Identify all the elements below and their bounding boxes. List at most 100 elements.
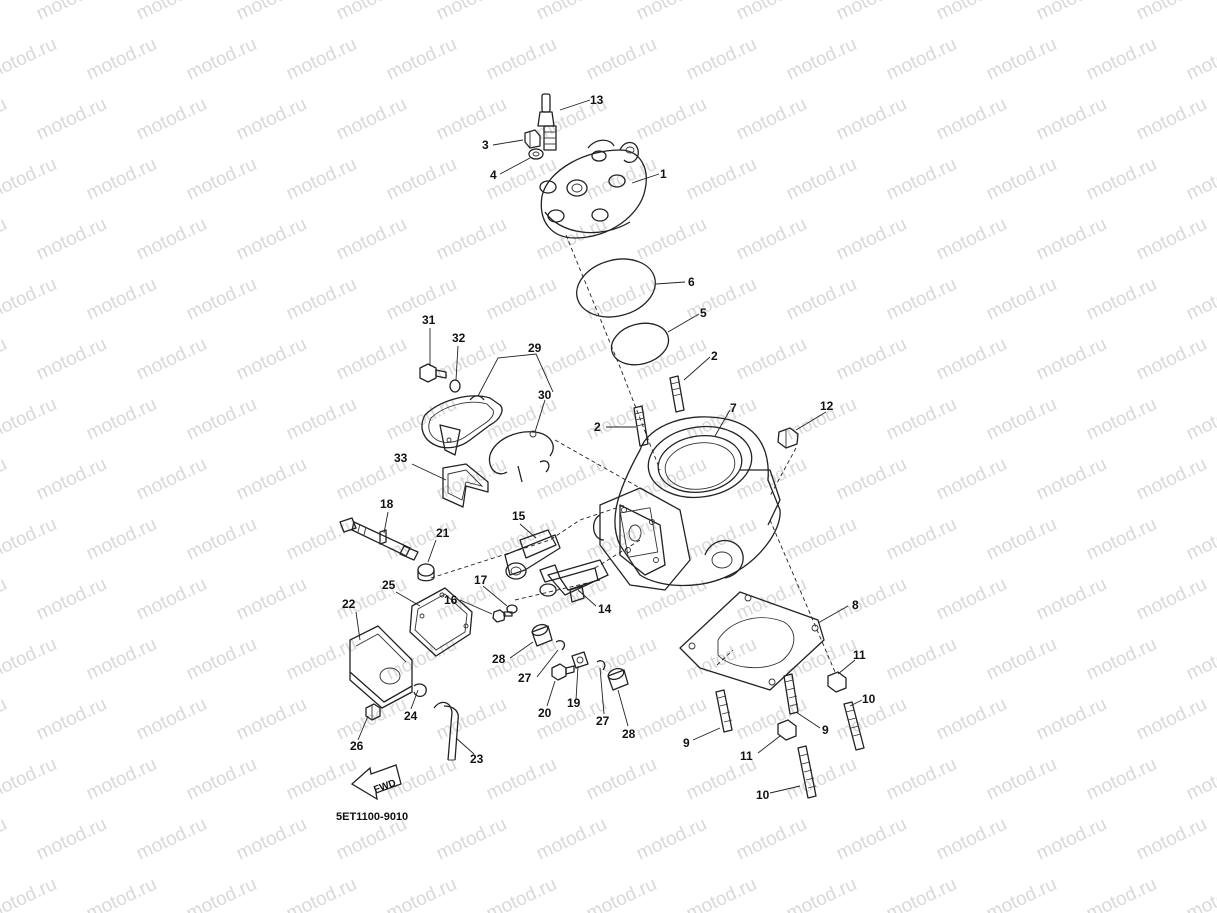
watermark-text: motod.ru xyxy=(933,814,1010,865)
watermark-text: motod.ru xyxy=(533,334,610,385)
pin-lower xyxy=(596,660,606,671)
base-nut-right xyxy=(827,671,847,693)
watermark-text: motod.ru xyxy=(1183,634,1217,685)
watermark-text: motod.ru xyxy=(33,454,110,505)
watermark-text: motod.ru xyxy=(833,454,910,505)
watermark-text: motod.ru xyxy=(1083,874,1160,913)
watermark-text: motod.ru xyxy=(883,394,960,445)
watermark-text: motod.ru xyxy=(1133,574,1210,625)
callout-15: 15 xyxy=(512,509,526,523)
watermark-text: motod.ru xyxy=(33,574,110,625)
callout-26: 26 xyxy=(350,739,364,753)
watermark-text: motod.ru xyxy=(1183,274,1217,325)
watermark-text: motod.ru xyxy=(283,394,360,445)
watermark-text: motod.ru xyxy=(433,694,510,745)
watermark-text: motod.ru xyxy=(83,874,160,913)
watermark-text: motod.ru xyxy=(283,754,360,805)
watermark-text: motod.ru xyxy=(1083,634,1160,685)
cover-bolt xyxy=(419,363,447,383)
callout-20: 20 xyxy=(538,706,552,720)
watermark-text: motod.ru xyxy=(233,694,310,745)
watermark-text: motod.ru xyxy=(633,0,710,25)
watermark-text: motod.ru xyxy=(33,214,110,265)
watermark-text: motod.ru xyxy=(1133,94,1210,145)
watermark-text: motod.ru xyxy=(383,634,460,685)
watermark-text: motod.ru xyxy=(883,274,960,325)
watermark-text: motod.ru xyxy=(1133,694,1210,745)
head-nut xyxy=(524,129,541,149)
watermark-text: motod.ru xyxy=(1083,394,1160,445)
watermark-text: motod.ru xyxy=(833,814,910,865)
valve-bolt xyxy=(492,609,513,623)
valve-link xyxy=(571,651,589,669)
watermark-text: motod.ru xyxy=(283,634,360,685)
watermark-text: motod.ru xyxy=(983,874,1060,913)
callout-25: 25 xyxy=(382,578,396,592)
diagram-code: 5ET1100-9010 xyxy=(336,811,408,823)
cover-screw xyxy=(365,703,381,721)
watermark-text: motod.ru xyxy=(833,94,910,145)
callout-5: 5 xyxy=(700,306,707,320)
watermark-text: motod.ru xyxy=(433,94,510,145)
callout-labels: 13 3 4 1 6 5 2 2 7 12 31 32 29 30 33 18 … xyxy=(342,93,876,802)
watermark-text: motod.ru xyxy=(0,454,10,505)
watermark-text: motod.ru xyxy=(483,274,560,325)
callout-14: 14 xyxy=(598,602,612,616)
cylinder-base-gasket xyxy=(679,591,825,691)
watermark-text: motod.ru xyxy=(1133,454,1210,505)
head-o-ring-large xyxy=(576,258,656,318)
watermark-text: motod.ru xyxy=(0,274,60,325)
watermark-text: motod.ru xyxy=(83,34,160,85)
watermark-text: motod.ru xyxy=(1133,0,1210,25)
watermark-text: motod.ru xyxy=(0,514,60,565)
watermark-text: motod.ru xyxy=(883,154,960,205)
callout-2-upper: 2 xyxy=(711,349,718,363)
watermark-text: motod.ru xyxy=(983,514,1060,565)
watermark-text: motod.ru xyxy=(1183,514,1217,565)
seal xyxy=(442,463,489,508)
watermark-text: motod.ru xyxy=(133,214,210,265)
watermark-text: motod.ru xyxy=(233,334,310,385)
watermark-text: motod.ru xyxy=(0,394,60,445)
leader-lines xyxy=(355,99,863,794)
watermark-text: motod.ru xyxy=(733,814,810,865)
watermark-text: motod.ru xyxy=(983,634,1060,685)
bushing-lower xyxy=(607,667,629,691)
watermark-text: motod.ru xyxy=(1183,754,1217,805)
power-valve-cover xyxy=(421,395,503,456)
callout-28-upper: 28 xyxy=(492,652,506,666)
watermark-text: motod.ru xyxy=(733,94,810,145)
watermark-text: motod.ru xyxy=(583,874,660,913)
watermark-text: motod.ru xyxy=(1133,214,1210,265)
watermark-text: motod.ru xyxy=(1183,154,1217,205)
hose-clamp xyxy=(413,683,427,698)
watermark-text: motod.ru xyxy=(133,694,210,745)
watermark-text: motod.ru xyxy=(0,754,60,805)
watermark-text: motod.ru xyxy=(933,214,1010,265)
callout-1: 1 xyxy=(660,167,667,181)
watermark-text: motod.ru xyxy=(1183,874,1217,913)
watermark-text: motod.ru xyxy=(633,814,710,865)
watermark-text: motod.ru xyxy=(133,334,210,385)
watermark-text: motod.ru xyxy=(933,574,1010,625)
watermark-text: motod.ru xyxy=(933,94,1010,145)
watermark-text: motod.ru xyxy=(233,0,310,25)
watermark-text: motod.ru xyxy=(733,454,810,505)
watermark-text: motod.ru xyxy=(433,334,510,385)
watermark-text: motod.ru xyxy=(0,0,10,25)
watermark-text: motod.ru xyxy=(583,154,660,205)
callout-9-right: 9 xyxy=(822,723,829,737)
watermark-text: motod.ru xyxy=(583,34,660,85)
watermark-text: motod.ru xyxy=(183,274,260,325)
watermark-text: motod.ru xyxy=(333,94,410,145)
watermark-text: motod.ru xyxy=(733,214,810,265)
callout-7: 7 xyxy=(730,401,737,415)
watermark-text: motod.ru xyxy=(783,754,860,805)
watermark-text: motod.ru xyxy=(633,214,710,265)
watermark-text: motod.ru xyxy=(1033,694,1110,745)
watermark-text: motod.ru xyxy=(0,214,10,265)
watermark-text: motod.ru xyxy=(83,514,160,565)
watermark-text: motod.ru xyxy=(683,874,760,913)
watermark-text: motod.ru xyxy=(133,0,210,25)
callout-23: 23 xyxy=(470,752,484,766)
